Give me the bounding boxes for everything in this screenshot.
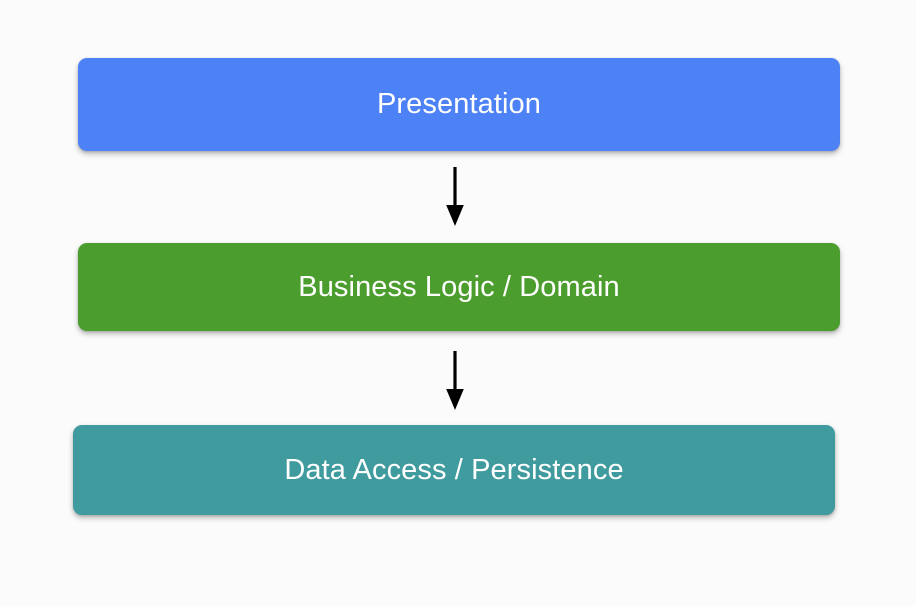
node-business-logic[interactable]: Business Logic / Domain bbox=[78, 243, 840, 331]
node-presentation-label: Presentation bbox=[376, 88, 542, 120]
arrow-head-2 bbox=[446, 389, 464, 410]
node-data-access-label: Data Access / Persistence bbox=[284, 453, 624, 486]
node-data-access[interactable]: Data Access / Persistence bbox=[73, 425, 835, 515]
arrow-head-1 bbox=[446, 205, 464, 226]
node-business-logic-label: Business Logic / Domain bbox=[298, 270, 620, 303]
node-presentation[interactable]: Presentation bbox=[78, 58, 840, 151]
